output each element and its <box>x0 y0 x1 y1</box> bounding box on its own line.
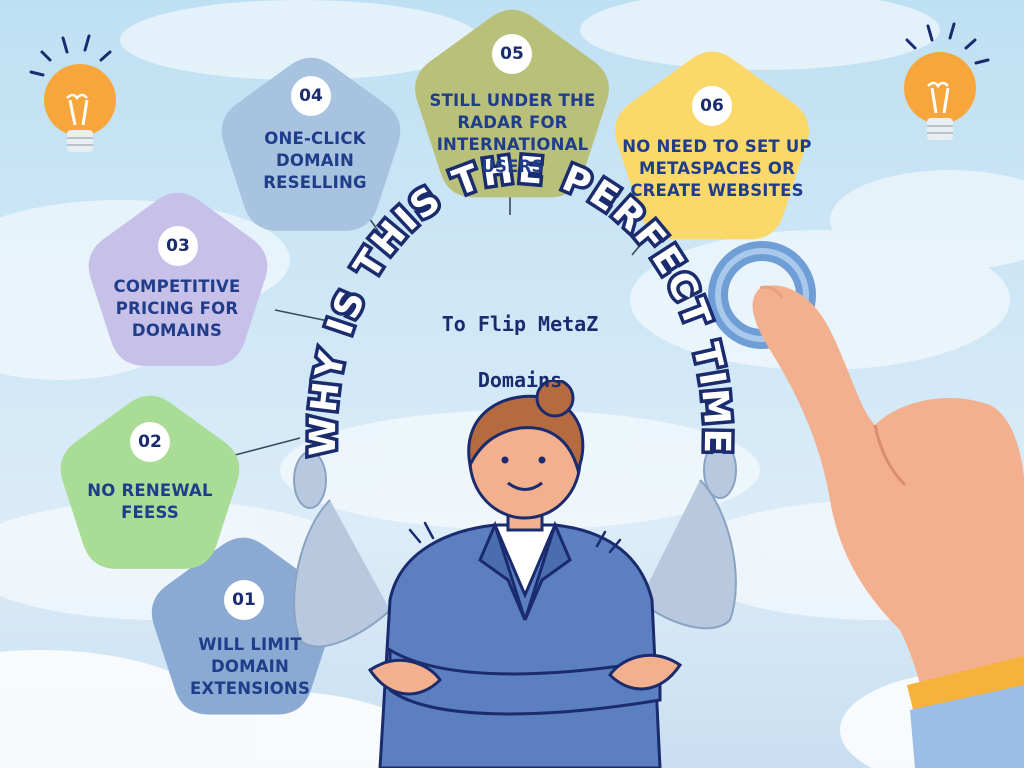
connector-line <box>274 309 339 324</box>
pentagon-item-3 <box>88 192 268 366</box>
item-2-label: NO RENEWAL FEESS <box>87 481 213 522</box>
pentagon-item-2 <box>60 395 240 569</box>
connector-line <box>234 437 301 456</box>
item-6-label: NO NEED TO SET UP METASPACES OR CREATE W… <box>622 137 812 200</box>
subtitle-line2: Domains <box>477 368 563 392</box>
item-1-label: WILL LIMIT DOMAIN EXTENSIONS <box>189 635 311 698</box>
pointing-hand-icon <box>708 241 1024 768</box>
item-4-number: 04 <box>291 76 331 116</box>
subtitle-line1: To Flip MetaZ <box>441 312 599 336</box>
lightbulb-icon <box>29 34 116 152</box>
item-4-label: ONE-CLICK DOMAIN RESELLING <box>263 129 367 192</box>
item-5-label: STILL UNDER THE RADAR FOR INTERNATIONAL … <box>429 91 596 176</box>
item-3-number: 03 <box>158 226 198 266</box>
lightbulb-icon <box>904 22 990 140</box>
pentagon-item-1 <box>151 537 335 715</box>
pentagon-item-5 <box>415 9 609 198</box>
woman-character-illustration <box>293 380 737 768</box>
pentagon-item-4 <box>221 57 401 231</box>
item-1-number: 01 <box>224 580 264 620</box>
item-6-number: 06 <box>692 86 732 126</box>
item-3-label: COMPETITIVE PRICING FOR DOMAINS <box>113 277 241 340</box>
item-5-number: 05 <box>492 34 532 74</box>
pentagon-item-6 <box>615 51 809 240</box>
item-2-number: 02 <box>130 422 170 462</box>
